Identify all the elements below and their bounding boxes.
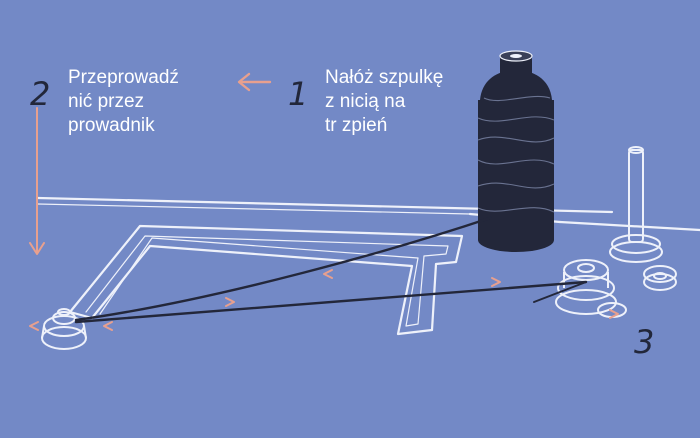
direction-arrow-icon [103,321,113,331]
direction-arrow-icon [609,309,619,319]
direction-arrow-icon [323,269,333,279]
left-arrow-icon [237,72,272,92]
step-2-line-1: Przeprowadź [68,67,179,88]
step-1-line-2: z nicią na [325,91,406,112]
bobbin-winder-icon [555,259,627,318]
step-3-number: 3 [634,323,655,361]
direction-arrow-icon [225,297,235,307]
down-arrow-icon [29,107,45,255]
step-1-line-1: Nałóż szpulkę [325,67,444,88]
step-1-line-3: tr zpień [325,115,388,136]
step-1-number: 1 [288,75,309,113]
step-2-caption: Przeprowadź nić przez prowadnik [68,66,179,138]
step-2-number: 2 [30,75,51,113]
step-2-line-3: prowadnik [68,115,155,136]
direction-arrow-icon [29,321,39,331]
spool-pin-icon [609,146,677,291]
step-2-line-2: nić przez [68,91,145,112]
step-1-caption: Nałóż szpulkę z nicią na tr zpień [325,66,443,138]
thread-line-lower [74,280,588,324]
thread-line-upper [74,216,492,322]
thread-spool-icon [477,50,555,252]
direction-arrow-icon [491,277,501,287]
thread-guide-icon [41,308,87,350]
machine-top-edge [36,196,700,232]
